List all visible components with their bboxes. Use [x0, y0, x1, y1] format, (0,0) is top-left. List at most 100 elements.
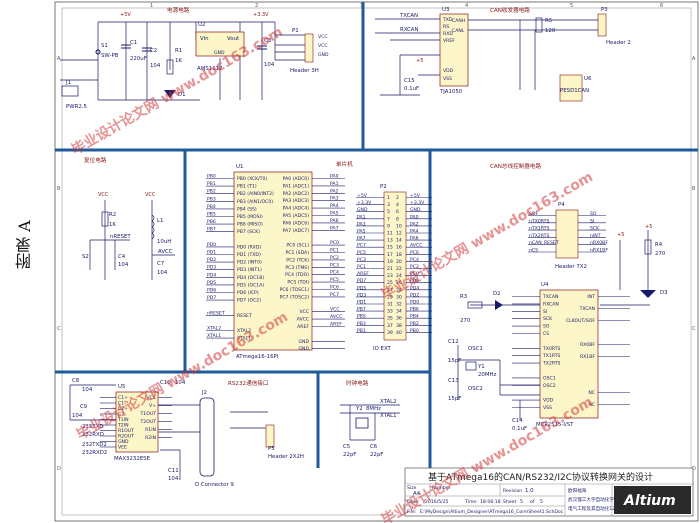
p2-right-pin-number: 8: [396, 216, 399, 222]
grid-col-1: 1: [150, 3, 153, 9]
p2-right-pin-number: 36: [396, 316, 402, 322]
u5-right-pin-label: T1OUT: [139, 411, 156, 417]
can-ctrl-supply-1: +5: [617, 232, 624, 238]
u1-right-net-label: PA1: [330, 181, 339, 187]
j2-db9-body: [199, 397, 215, 477]
s1-name: SW-PB: [101, 53, 119, 59]
title-major: 电气工程及其自动化1202班: [568, 505, 626, 512]
r3-value: 270: [460, 318, 471, 324]
u4-left-pin-label: SO: [543, 324, 550, 330]
u1-right-net-label: PA0: [330, 174, 339, 180]
c8-ref: C8: [72, 378, 80, 384]
u1-left-net-label: PD4: [207, 272, 216, 278]
p2-left-pin-number: 15: [387, 245, 393, 251]
u1-right-pin-label: PC6 (TOSC1): [280, 287, 310, 293]
s1-ref: S1: [101, 43, 108, 49]
u4-right-pin-label: INT: [587, 294, 595, 300]
r1-value: 1K: [175, 58, 182, 64]
u4-left-pin-label: TX0RTS: [542, 346, 561, 352]
p2-left-net-label: PA7: [357, 236, 366, 242]
title-sheet: 5: [520, 499, 523, 505]
u5-right-pin-label: VCC: [146, 395, 156, 401]
u1-left-net-label: PD1: [207, 250, 216, 256]
p5-name: Header 2X2H: [268, 454, 304, 460]
j2-name: D Connector 9: [195, 482, 234, 488]
j2-ref: J2: [201, 390, 207, 396]
u1-left-pin-label: PB4 (SS): [237, 206, 257, 212]
j1-ref: J1: [65, 80, 71, 86]
c1-value: 220uF: [130, 56, 147, 62]
u5-left-pin-label: GND: [118, 439, 129, 445]
p2-right-pin-number: 26: [396, 280, 402, 286]
p4-left-net-label: nCS: [529, 248, 538, 254]
u1-right-pin-label: PA1 (ADC1): [283, 183, 310, 189]
u5-pins: C1+C1-C2+C2-T1INT2INR1OUTR2OUTGNDVEEVCCV…: [100, 395, 172, 451]
p2-left-net-label: PB3: [357, 321, 366, 327]
p4-ref: P4: [558, 202, 565, 208]
grid-row-d-right: D: [692, 466, 696, 472]
j1-jack: [61, 85, 79, 97]
c2-ref: C2: [150, 48, 157, 54]
c3-ref: C3: [264, 38, 271, 44]
c12-value: 15pF: [448, 358, 461, 364]
u1-right-net-label: PC3: [330, 262, 339, 268]
u1-left-pin-label: PB6 (MISO): [237, 222, 263, 228]
p2-right-net-label: PC6: [410, 250, 419, 256]
p2-right-net-label: PD0: [410, 300, 419, 306]
rs232-wires: [69, 384, 268, 480]
p2-right-net-label: PA4: [410, 229, 419, 235]
u1-right-pin-label: PC5 (TDI): [287, 280, 309, 286]
u5-left-pin-label: VEE: [118, 445, 127, 451]
u4-name: MCP2515-I/ST: [536, 422, 574, 428]
u3-ref: U3: [442, 7, 449, 13]
u1-right-pin-label: PA3 (ADC3): [283, 198, 310, 204]
s2-ref: S2: [82, 254, 89, 260]
p1-name: Header 3H: [290, 68, 319, 74]
section-title-power: 电源电路: [167, 6, 190, 14]
y2-value: 8MHz: [366, 406, 381, 412]
c4-ref: C4: [118, 254, 126, 260]
u1-left-pin-label: PD5 (OC1A): [237, 282, 264, 288]
p2-right-pin-number: 38: [396, 323, 402, 329]
u5-right-pin-label: T2OUT: [139, 419, 156, 425]
r1-ref: R1: [175, 48, 182, 54]
r2-resistor: [101, 211, 109, 227]
title-file: E:\MyDesign\Altium_Designer\ATmega16_Cor…: [420, 509, 564, 515]
grid-col-4: 4: [465, 3, 468, 9]
section-title-rs232: RS232通信接口: [228, 379, 269, 387]
l1-ref: L1: [157, 218, 163, 224]
u2-regulator-body: [195, 31, 245, 57]
title-of-label: of: [530, 499, 535, 505]
c1-ref: C1: [130, 40, 137, 46]
r5-ref: R5: [545, 18, 552, 24]
j1-name: PWR2.5: [66, 104, 87, 110]
p2-left-pin-number: 35: [387, 316, 393, 322]
r3-ref: R3: [460, 294, 467, 300]
altium-logo-box: [614, 486, 691, 514]
u1-left-net-label: PD6: [207, 288, 216, 294]
c6-ref: C6: [370, 444, 378, 450]
p2-right-net-label: PA6: [410, 236, 419, 242]
power-circuit: [60, 21, 310, 101]
u1-right-pin-label: AVCC: [297, 317, 309, 323]
u1-right-pin-label: PC4 (TDO): [285, 272, 309, 278]
u4-right-pin-label: NC: [588, 402, 595, 408]
u4-right-pin-label: RX1BF: [580, 354, 595, 360]
u1-left-pin-label: PB3 (AIN1/OC0): [237, 199, 273, 205]
u1-left-pin-label: RESET: [237, 313, 252, 319]
u3-pin-rxd: RXD: [443, 31, 453, 37]
y2-ref: Y2: [355, 406, 363, 412]
title-date: 2016/5/25: [425, 499, 449, 505]
p4-left-net-label: nTX0RTS: [529, 218, 549, 224]
u1-left-pin-label: XTAL1: [237, 336, 251, 342]
title-time: 18:06:18: [480, 499, 501, 505]
p2-right-pin-number: 28: [396, 287, 402, 293]
u5-right-pin-label: R1IN: [145, 427, 156, 433]
u4-left-pin-label: VSS: [543, 405, 552, 411]
p2-right-pin-number: 24: [396, 273, 402, 279]
u1-right-net-label: PC2: [330, 255, 339, 261]
c5-value: 22pF: [343, 452, 356, 458]
c10-ref: C10: [160, 380, 171, 386]
p2-right-net-label: PA0: [410, 214, 419, 220]
